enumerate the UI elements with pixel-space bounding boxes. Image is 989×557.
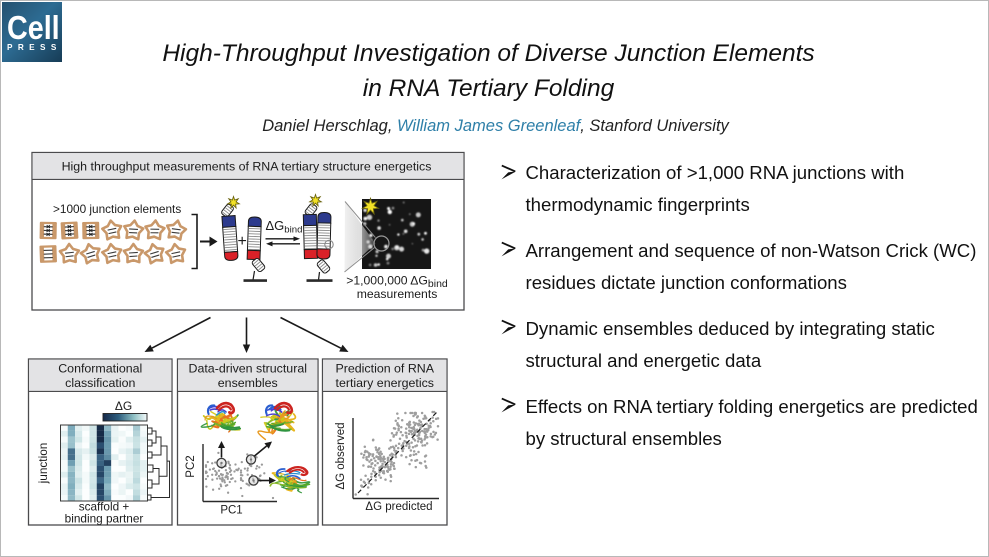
svg-text:tertiary energetics: tertiary energetics (336, 376, 434, 390)
svg-text:binding partner: binding partner (65, 512, 144, 526)
svg-text:ΔG observed: ΔG observed (335, 422, 347, 489)
svg-text:+: + (238, 233, 247, 250)
svg-text:PC2: PC2 (185, 455, 197, 477)
svg-text:ΔG predicted: ΔG predicted (365, 501, 432, 513)
svg-text:scaffold +: scaffold + (79, 500, 130, 514)
svg-text:ΔG: ΔG (115, 399, 132, 413)
svg-text:junction: junction (36, 443, 50, 485)
svg-text:Conformational: Conformational (58, 362, 142, 376)
svg-text:>1,000,000 ΔGbind: >1,000,000 ΔGbind (346, 274, 448, 291)
svg-text:measurements: measurements (357, 287, 438, 301)
svg-text:classification: classification (65, 376, 135, 390)
svg-text:Prediction of RNA: Prediction of RNA (336, 362, 435, 376)
svg-text:PC1: PC1 (220, 505, 242, 517)
svg-text:Data-driven structural: Data-driven structural (189, 362, 307, 376)
svg-text:High throughput measurements o: High throughput measurements of RNA tert… (62, 160, 432, 174)
svg-text:>1000 junction elements: >1000 junction elements (53, 202, 181, 216)
svg-text:ensembles: ensembles (218, 376, 278, 390)
